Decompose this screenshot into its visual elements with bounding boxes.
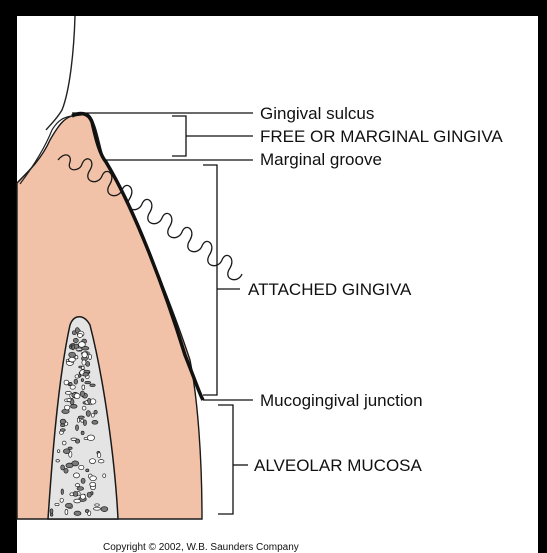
bone-trabecula (79, 465, 84, 469)
bone-trabecula (70, 493, 74, 496)
bone-trabecula (67, 399, 71, 402)
bone-trabecula (78, 375, 81, 377)
bone-trabecula (61, 489, 63, 494)
bone-trabecula (82, 360, 86, 365)
tooth-surface-line (46, 16, 75, 130)
bone-trabecula (65, 509, 68, 514)
bone-trabecula (87, 492, 91, 497)
bone-trabecula (81, 478, 85, 483)
bone-trabecula (89, 354, 92, 359)
bone-trabecula (76, 425, 79, 431)
bone-trabecula (101, 507, 108, 512)
bone-trabecula (80, 391, 84, 396)
bone-trabecula (66, 463, 73, 468)
bone-trabecula (60, 498, 63, 502)
label-mucogingival-junction: Mucogingival junction (260, 391, 423, 410)
label-alveolar-mucosa: ALVEOLAR MUCOSA (254, 456, 423, 475)
bone-trabecula (55, 503, 59, 505)
bone-trabecula (89, 459, 95, 464)
bone-trabecula (74, 379, 78, 384)
bone-trabecula (65, 392, 71, 395)
bone-trabecula (75, 484, 80, 487)
bone-trabecula (82, 347, 89, 351)
bone-trabecula (57, 450, 59, 453)
bone-trabecula (98, 460, 104, 463)
bone-trabecula (69, 352, 76, 357)
bone-trabecula (74, 393, 80, 398)
label-attached-gingiva: ATTACHED GINGIVA (248, 280, 412, 299)
bone-trabecula (71, 438, 77, 440)
copyright-notice: Copyright © 2002, W.B. Saunders Company (103, 542, 299, 553)
frame-left (0, 0, 17, 553)
bone-trabecula (65, 503, 72, 508)
label-gingival-sulcus: Gingival sulcus (260, 104, 374, 123)
bone-trabecula (69, 382, 72, 385)
bone-trabecula (86, 362, 90, 367)
bone-trabecula (74, 499, 81, 503)
bone-trabecula (86, 469, 89, 472)
bone-trabecula (81, 379, 83, 382)
bone-trabecula (69, 357, 76, 362)
bone-trabecula (86, 411, 90, 417)
frame-top (0, 0, 547, 16)
bracket-alveolar-mucosa (218, 405, 233, 514)
frame-right (538, 0, 547, 553)
bone-trabecula (92, 420, 98, 424)
bone-trabecula (78, 416, 84, 418)
bracket-free-gingiva (172, 116, 186, 156)
bone-trabecula (75, 328, 79, 333)
bone-trabecula (63, 449, 70, 454)
bone-trabecula (103, 474, 106, 478)
bone-trabecula (80, 494, 85, 499)
label-marginal-groove: Marginal groove (260, 150, 382, 169)
bone-trabecula (72, 345, 74, 350)
bone-trabecula (88, 398, 91, 403)
bone-trabecula (56, 460, 60, 462)
bone-trabecula (81, 431, 84, 435)
bone-trabecula (93, 507, 100, 510)
bone-trabecula (76, 348, 82, 350)
bone-trabecula (81, 366, 84, 369)
bone-trabecula (77, 487, 84, 491)
bone-trabecula (85, 510, 89, 513)
bone-trabecula (87, 435, 94, 441)
bracket-attached-gingiva (203, 165, 217, 395)
bone-trabecula (50, 509, 53, 514)
bone-trabecula (82, 352, 87, 358)
bone-trabecula (65, 405, 70, 410)
bone-trabecula (62, 441, 66, 445)
bone-trabecula (94, 410, 97, 414)
bone-trabecula (97, 453, 100, 458)
bone-trabecula (83, 373, 89, 377)
bone-trabecula (60, 429, 65, 432)
bone-trabecula (85, 381, 91, 383)
bone-trabecula (95, 504, 100, 506)
bone-trabecula (71, 404, 78, 408)
bone-trabecula (83, 420, 86, 426)
bone-trabecula (73, 338, 78, 342)
bone-trabecula (90, 476, 97, 481)
bone-trabecula (60, 419, 65, 424)
bone-trabecula (90, 482, 96, 486)
label-free-gingiva: FREE OR MARGINAL GINGIVA (260, 127, 503, 146)
bone-trabecula (74, 473, 80, 478)
bone-trabecula (74, 511, 81, 515)
bone-trabecula (64, 468, 68, 473)
bone-trabecula (91, 413, 94, 417)
bone-trabecula (90, 384, 95, 387)
bone-trabecula (77, 418, 79, 422)
bone-trabecula (82, 385, 85, 390)
bone-trabecula (78, 333, 83, 337)
bone-trabecula (82, 406, 86, 410)
